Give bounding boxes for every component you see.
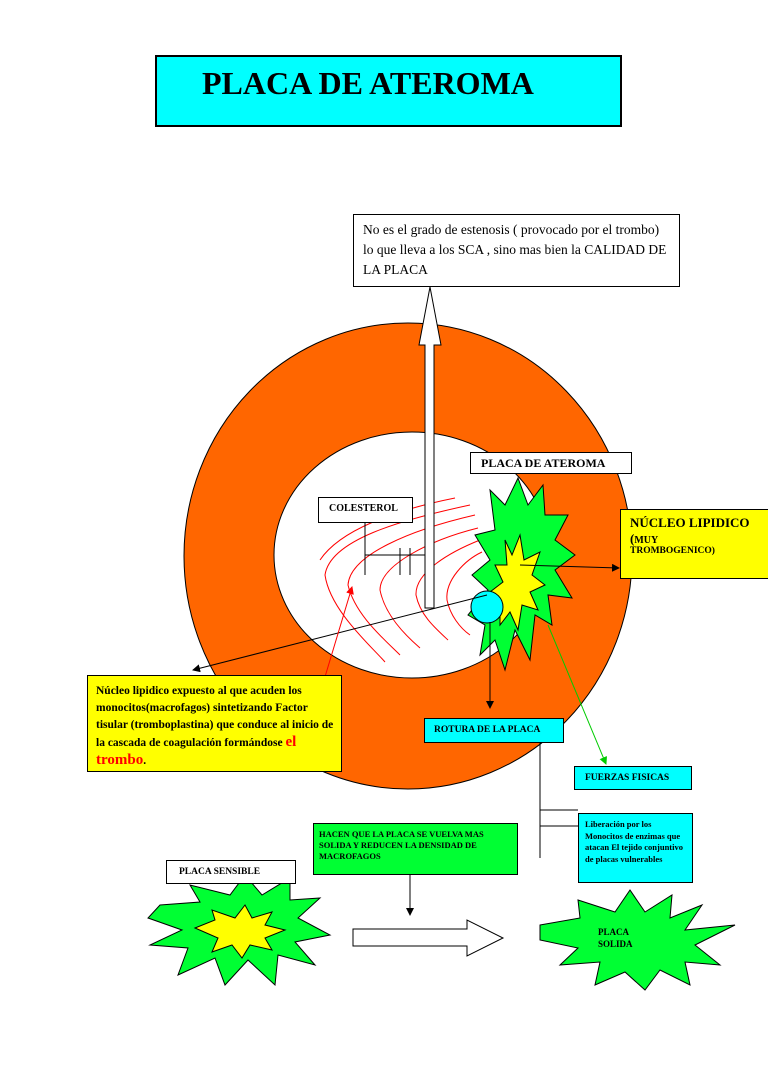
sensible-label: PLACA SENSIBLE <box>179 867 261 877</box>
cholesterol-pointer <box>364 523 425 575</box>
transition-hollow-arrow <box>352 919 505 957</box>
page-title: PLACA DE ATEROMA <box>202 65 534 101</box>
liberacion-text: Liberación por los Monocitos de enzimas … <box>585 819 683 864</box>
sensible-box: PLACA SENSIBLE <box>166 860 296 884</box>
trombo-highlight: el trombo <box>96 734 297 768</box>
arrow-to-nucleo <box>519 563 620 572</box>
lipid-core <box>489 533 546 632</box>
rotura-box: ROTURA DE LA PLACA <box>424 718 564 743</box>
sensitive-plaque-core <box>193 904 287 959</box>
colesterol-label-box: COLESTEROL <box>318 497 413 523</box>
fuerzas-box: FUERZAS FISICAS <box>574 766 692 790</box>
liberacion-box: Liberación por los Monocitos de enzimas … <box>578 813 693 883</box>
title-box: PLACA DE ATEROMA <box>155 55 622 127</box>
nucleo-title: NÚCLEO LIPIDICO (MUY <box>630 515 750 546</box>
upward-hollow-arrow <box>418 286 442 609</box>
exposed-core-text: Núcleo lipidico expuesto al que acuden l… <box>96 685 334 768</box>
arrow-to-exposed <box>192 594 488 673</box>
fuerzas-label: FUERZAS FISICAS <box>585 773 670 783</box>
hacen-box: HACEN QUE LA PLACA SE VUELVA MAS SOLIDA … <box>313 823 518 875</box>
note-text: No es el grado de estenosis ( provocado … <box>363 222 667 277</box>
note-box: No es el grado de estenosis ( provocado … <box>353 214 680 287</box>
exposed-core-box: Núcleo lipidico expuesto al que acuden l… <box>87 675 342 772</box>
nucleo-subtitle: TROMBOGENICO) <box>630 546 715 556</box>
colesterol-label: COLESTEROL <box>329 503 398 514</box>
nucleo-box: NÚCLEO LIPIDICO (MUY TROMBOGENICO) <box>620 509 768 579</box>
green-arrow <box>547 624 607 765</box>
solid-plaque-burst <box>539 889 736 991</box>
hacen-text: HACEN QUE LA PLACA SE VUELVA MAS SOLIDA … <box>319 829 484 861</box>
cholesterol-strands <box>319 497 483 663</box>
placa-label: PLACA DE ATEROMA <box>481 456 606 470</box>
solida-label: PLACA SOLIDA <box>598 927 633 949</box>
rotura-connectors <box>539 743 578 858</box>
rotura-label: ROTURA DE LA PLACA <box>434 725 541 735</box>
placa-label-box: PLACA DE ATEROMA <box>470 452 632 474</box>
monocyte-circle <box>470 590 504 624</box>
